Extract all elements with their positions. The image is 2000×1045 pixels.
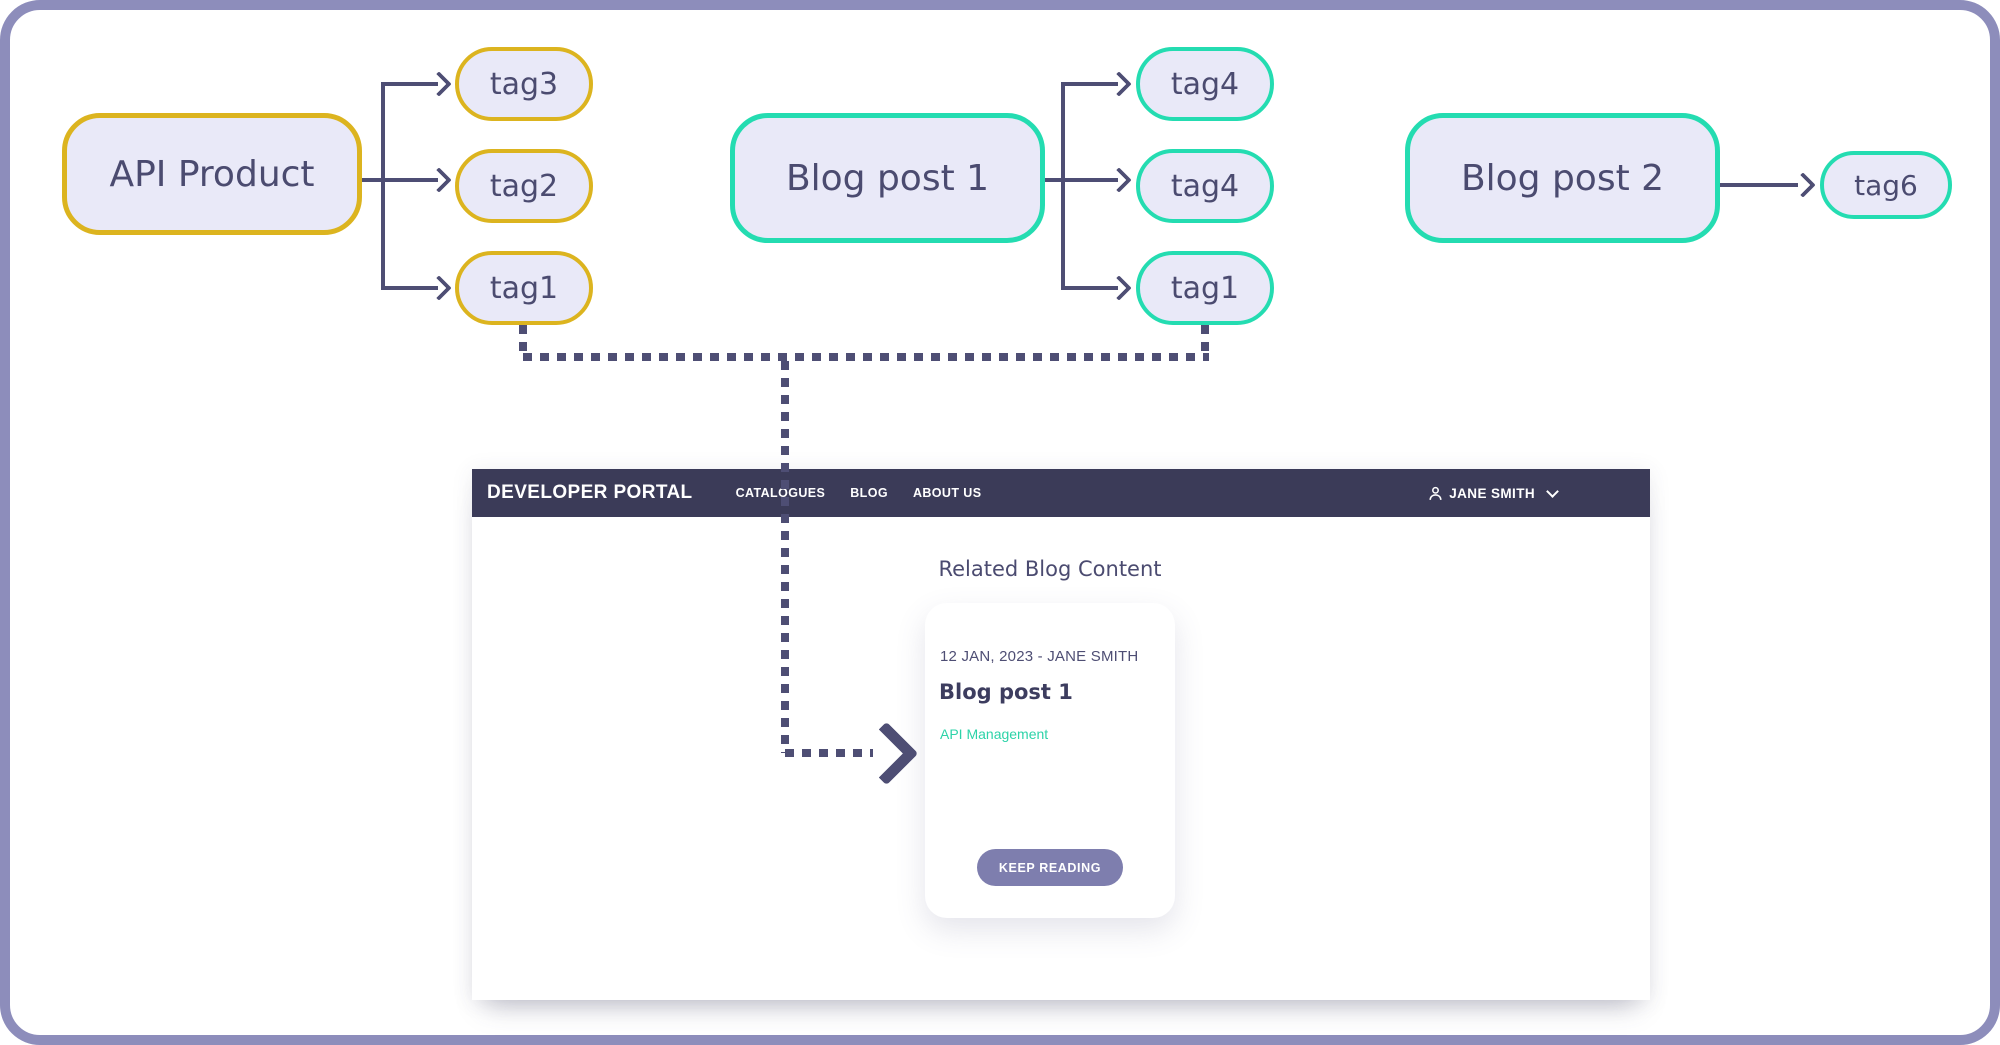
connector-line (1045, 178, 1118, 182)
connector-line (383, 82, 438, 86)
tag-label: tag3 (489, 66, 559, 102)
tag-label: tag4 (1170, 66, 1240, 102)
connector-line (1720, 183, 1798, 187)
blog-post-2-label: Blog post 2 (1460, 157, 1665, 199)
connector-line (1063, 286, 1118, 290)
connector-line (383, 286, 438, 290)
dotted-connector (1201, 325, 1209, 359)
tag-pill: tag6 (1820, 151, 1952, 219)
caret-down-icon (1546, 484, 1559, 498)
tag-pill: tag1 (455, 251, 593, 325)
dotted-connector (519, 325, 527, 359)
blog-card-title: Blog post 1 (939, 680, 1073, 704)
connector-line (1061, 82, 1065, 290)
nav-item-catalogues[interactable]: CATALOGUES (736, 486, 826, 500)
blog-post-1-label: Blog post 1 (785, 157, 990, 199)
blog-post-1-node: Blog post 1 (730, 113, 1045, 243)
blog-card-tag-link[interactable]: API Management (940, 726, 1049, 742)
portal-brand: DEVELOPER PORTAL (487, 482, 693, 503)
dotted-connector (781, 361, 789, 753)
tag-label: tag2 (489, 168, 559, 204)
dotted-connector (785, 749, 873, 757)
tag-label: tag1 (489, 270, 559, 306)
tag-label: tag1 (1170, 270, 1240, 306)
connector-line (1063, 82, 1118, 86)
portal-nav: CATALOGUES BLOG ABOUT US (736, 486, 982, 500)
nav-item-blog[interactable]: BLOG (850, 486, 888, 500)
related-blog-heading: Related Blog Content (938, 557, 1162, 581)
tag-pill: tag2 (455, 149, 593, 223)
tag-pill: tag3 (455, 47, 593, 121)
blog-card-meta: 12 JAN, 2023 - JANE SMITH (940, 648, 1139, 665)
api-product-label: API Product (109, 153, 315, 195)
user-icon (1429, 486, 1442, 500)
keep-reading-button[interactable]: KEEP READING (977, 849, 1123, 886)
connector-line (381, 82, 385, 290)
tag-pill: tag4 (1136, 47, 1274, 121)
api-product-node: API Product (62, 113, 362, 235)
nav-item-about-us[interactable]: ABOUT US (912, 486, 982, 500)
portal-header: DEVELOPER PORTAL CATALOGUES BLOG ABOUT U… (472, 469, 1650, 517)
blog-post-2-node: Blog post 2 (1405, 113, 1720, 243)
user-name-label: JANE SMITH (1449, 485, 1535, 501)
tag-label: tag6 (1854, 168, 1918, 202)
tag-pill: tag4 (1136, 149, 1274, 223)
tag-label: tag4 (1170, 168, 1240, 204)
blog-card: 12 JAN, 2023 - JANE SMITH Blog post 1 AP… (925, 603, 1175, 918)
user-menu[interactable]: JANE SMITH (1427, 484, 1559, 502)
connector-line (362, 178, 438, 182)
tag-pill: tag1 (1136, 251, 1274, 325)
dotted-connector (523, 353, 1209, 361)
